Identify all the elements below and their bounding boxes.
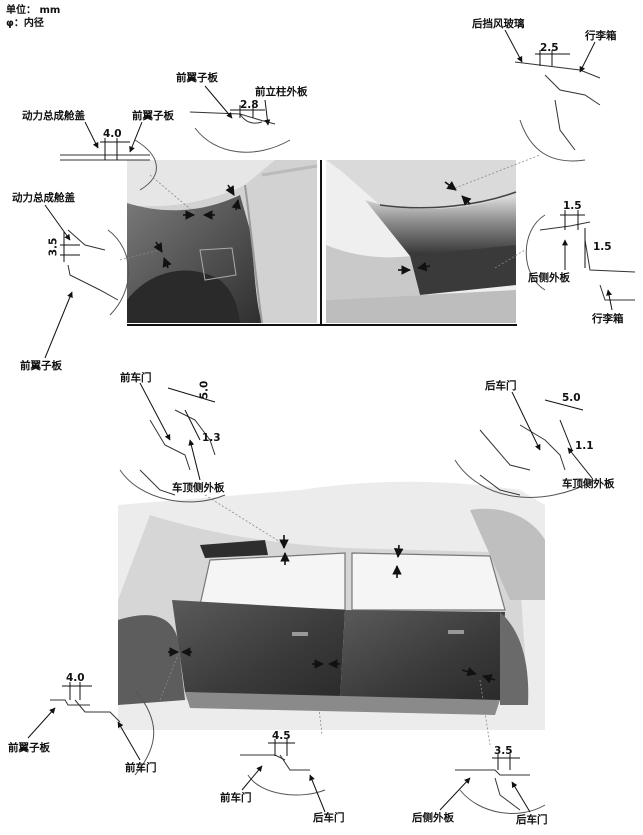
- dimension-lines: [60, 50, 586, 770]
- dim-front-door-roof-v: 1.3: [202, 432, 221, 444]
- photo-rear-trunk: [326, 160, 517, 323]
- label-front-door-1: 前车门: [120, 372, 152, 384]
- dim-hood-fender-top: 4.0: [103, 128, 122, 140]
- dim-rear-door-roof-h: 5.0: [562, 392, 581, 404]
- label-trunk-1: 行李箱: [585, 30, 617, 42]
- label-front-fender-4: 前翼子板: [8, 742, 50, 754]
- dim-rear-door-rear-side: 3.5: [494, 745, 513, 757]
- label-rear-side-outer-2: 后侧外板: [412, 812, 454, 824]
- legend-unit: 单位： mm: [6, 5, 61, 16]
- label-power-hood-1: 动力总成舱盖: [22, 110, 85, 122]
- label-front-fender-1: 前翼子板: [132, 110, 174, 122]
- label-trunk-2: 行李箱: [592, 313, 624, 325]
- dim-front-rear-door: 4.5: [272, 730, 291, 742]
- label-front-door-3: 前车门: [220, 792, 252, 804]
- dim-front-door-roof-h: 5.0: [198, 380, 211, 400]
- dim-windshield-trunk: 2.5: [540, 42, 559, 54]
- dim-fender-pillar: 2.8: [240, 99, 259, 111]
- connector-lines: [119, 154, 541, 746]
- label-roof-side-outer-1: 车顶侧外板: [172, 482, 225, 494]
- label-front-fender-3: 前翼子板: [20, 360, 62, 372]
- label-rear-windshield: 后挡风玻璃: [472, 18, 525, 30]
- label-power-hood-2: 动力总成舱盖: [12, 192, 75, 204]
- label-front-fender-2: 前翼子板: [176, 72, 218, 84]
- leader-lines: [27, 29, 613, 813]
- detail-callouts: [50, 61, 636, 814]
- photo-front-fender: [127, 160, 318, 324]
- label-roof-side-outer-2: 车顶侧外板: [562, 478, 615, 490]
- legend: 单位： mm φ：内径: [6, 4, 60, 30]
- dim-rear-door-roof-v: 1.1: [575, 440, 594, 452]
- dim-rear-side-trunk-v: 1.5: [593, 241, 612, 253]
- label-front-door-2: 前车门: [125, 762, 157, 774]
- dim-hood-fender-side: 3.5: [47, 237, 60, 257]
- dim-rear-side-trunk-h: 1.5: [563, 200, 582, 212]
- label-rear-door-3: 后车门: [516, 814, 548, 826]
- legend-phi: φ：内径: [6, 18, 44, 29]
- label-front-pillar-outer: 前立柱外板: [255, 86, 308, 98]
- photo-side-doors: [118, 481, 545, 730]
- label-rear-door-1: 后车门: [485, 380, 517, 392]
- label-rear-side-outer-1: 后侧外板: [528, 272, 570, 284]
- label-rear-door-2: 后车门: [313, 812, 345, 824]
- gap-arrows: [153, 181, 496, 684]
- dim-fender-front-door: 4.0: [66, 672, 85, 684]
